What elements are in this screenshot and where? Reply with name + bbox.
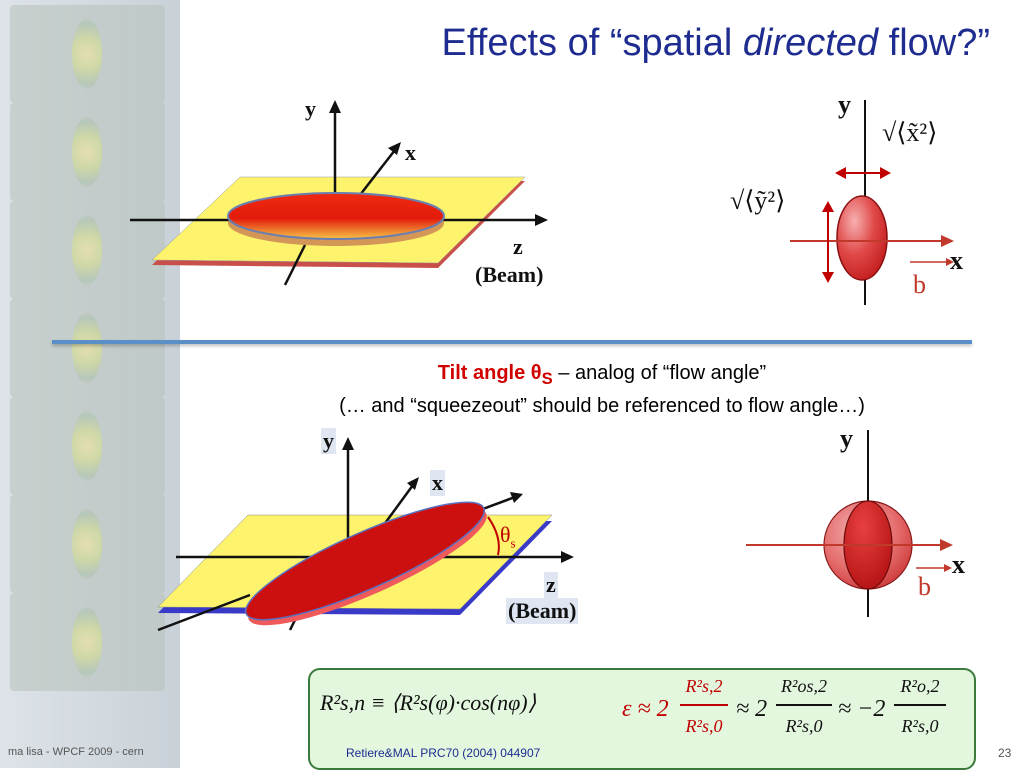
tilt-angle-caption: Tilt angle θS – analog of “flow angle” — [437, 362, 767, 388]
out-side-approx: ≈ 2 — [736, 696, 768, 722]
footer-reference: Retiere&MAL PRC70 (2004) 044907 — [346, 746, 541, 760]
z-axis-label-bottom: z — [544, 572, 558, 598]
y-axis-label-bottom-right: y — [840, 424, 853, 453]
squeezeout-caption: (… and “squeezeout” should be referenced… — [339, 395, 865, 417]
out-side-denominator: R²s,0 — [785, 716, 823, 736]
out-numerator: R²o,2 — [900, 676, 940, 696]
thumbnail-image — [10, 397, 165, 495]
page-number: 23 — [998, 746, 1012, 760]
bottom-2d-diagram — [746, 430, 953, 617]
top-2d-diagram — [790, 100, 954, 305]
thumbnail-image — [10, 103, 165, 201]
thumbnail-image — [10, 5, 165, 103]
section-divider — [52, 340, 972, 344]
y-axis-label-right: y — [838, 90, 851, 119]
x-axis-label-bottom: x — [430, 470, 445, 496]
fraction-bar — [776, 704, 832, 706]
y-axis-label: y — [305, 96, 316, 121]
fraction-bar — [680, 704, 728, 706]
beam-label: (Beam) — [475, 262, 544, 287]
sidebar-thumbnails — [0, 0, 180, 768]
y-width-formula: √⟨ỹ²⟩ — [730, 186, 786, 215]
eccentricity-lhs: ε ≈ 2 — [622, 696, 669, 722]
equation-box — [308, 668, 976, 770]
x-axis-label-right: x — [950, 246, 963, 275]
x-axis-label-bottom-right: x — [952, 550, 965, 579]
thumbnail-image — [10, 593, 165, 691]
thumbnail-image — [10, 299, 165, 397]
beam-label-bottom: (Beam) — [506, 598, 579, 624]
impact-parameter-b: b — [913, 270, 926, 299]
x-axis-label: x — [405, 140, 416, 165]
fraction-bar — [894, 704, 946, 706]
out-side-numerator: R²os,2 — [781, 676, 827, 696]
x-width-formula: √⟨x̃²⟩ — [882, 118, 938, 147]
thumbnail-image — [10, 495, 165, 593]
bottom-3d-diagram — [157, 437, 574, 632]
theta-s-label: θs — [500, 522, 516, 551]
top-3d-diagram — [130, 100, 548, 286]
eccentricity-denominator: R²s,0 — [685, 716, 723, 736]
page-title: Effects of “spatial directed flow?” — [441, 22, 990, 64]
footer-author: ma lisa - WPCF 2009 - cern — [8, 746, 144, 758]
eccentricity-numerator: R²s,2 — [685, 676, 723, 696]
out-denominator: R²s,0 — [901, 716, 939, 736]
tilt-angle-label: Tilt angle θS — [437, 362, 553, 388]
thumbnail-image — [10, 201, 165, 299]
radius-moment-equation: R²s,n ≡ ⟨R²s(φ)·cos(nφ)⟩ — [320, 690, 537, 715]
y-axis-label-bottom: y — [321, 428, 336, 454]
z-axis-label: z — [513, 234, 523, 259]
impact-parameter-b-bottom: b — [918, 572, 931, 601]
out-approx: ≈ −2 — [838, 696, 886, 722]
